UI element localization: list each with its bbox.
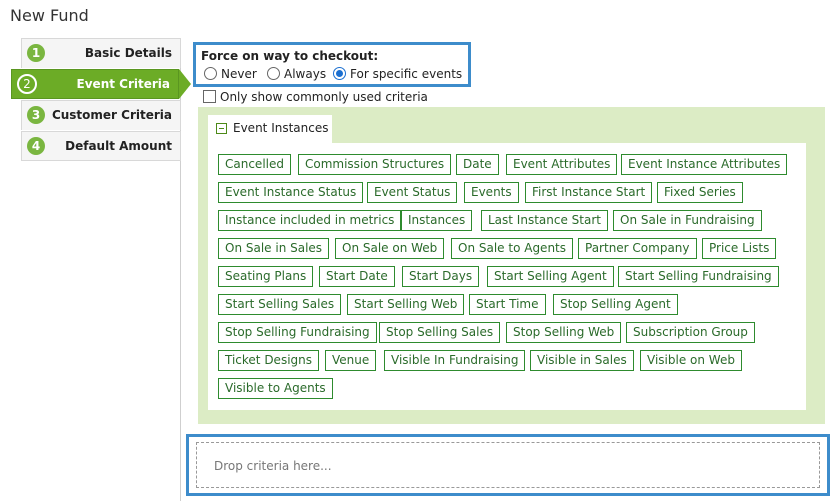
criteria-chip[interactable]: Event Status [367,182,458,203]
criteria-chip[interactable]: Seating Plans [218,266,314,287]
collapse-icon[interactable] [216,123,227,134]
criteria-chip[interactable]: Subscription Group [626,322,755,343]
step-number-icon: 3 [27,106,45,124]
criteria-chip[interactable]: Last Instance Start [481,210,608,231]
criteria-chip[interactable]: Start Selling Agent [487,266,614,287]
criteria-chip[interactable]: Cancelled [218,154,291,175]
radio-always[interactable] [267,67,280,80]
criteria-chip[interactable]: Start Time [469,294,546,315]
drop-zone-inner[interactable]: Drop criteria here... [196,442,820,488]
criteria-chip[interactable]: Visible In Fundraising [384,350,526,371]
radio-for-specific-events[interactable] [333,67,346,80]
force-checkout-title: Force on way to checkout: [201,49,379,63]
criteria-chip[interactable]: Stop Selling Web [506,322,622,343]
step-customer-criteria[interactable]: 3 Customer Criteria [21,100,181,130]
criteria-chip[interactable]: Visible to Agents [218,378,333,399]
step-number-icon: 1 [27,44,45,62]
page-title: New Fund [10,6,89,25]
step-default-amount[interactable]: 4 Default Amount [21,131,181,161]
criteria-chip[interactable]: Instances [401,210,473,231]
criteria-chip[interactable]: Stop Selling Fundraising [218,322,377,343]
criteria-chip[interactable]: On Sale in Sales [218,238,330,259]
criteria-chip[interactable]: Start Selling Fundraising [618,266,779,287]
criteria-chip[interactable]: Visible in Sales [530,350,634,371]
event-instances-panel: Event Instances Cancelled Commission Str… [198,107,825,424]
criteria-chip[interactable]: Event Instance Status [218,182,364,203]
step-event-criteria[interactable]: 2 Event Criteria [11,69,191,99]
only-common-checkbox[interactable] [203,90,216,103]
step-label: Basic Details [84,46,172,60]
criteria-chip[interactable]: Stop Selling Sales [379,322,501,343]
radio-always-label[interactable]: Always [284,67,327,81]
drop-zone-placeholder: Drop criteria here... [214,459,332,473]
criteria-chip[interactable]: Date [456,154,499,175]
criteria-chip[interactable]: Start Date [319,266,395,287]
criteria-chip[interactable]: Start Selling Sales [218,294,342,315]
criteria-chip[interactable]: Events [464,182,519,203]
criteria-chip[interactable]: On Sale on Web [335,238,445,259]
criteria-chip[interactable]: Price Lists [702,238,777,259]
criteria-chip[interactable]: Venue [325,350,377,371]
criteria-chip[interactable]: First Instance Start [525,182,653,203]
criteria-chip[interactable]: Fixed Series [657,182,743,203]
criteria-chip[interactable]: Ticket Designs [218,350,319,371]
criteria-chip[interactable]: On Sale to Agents [451,238,573,259]
wizard-steps: 1 Basic Details 2 Event Criteria 3 Custo… [11,38,191,501]
step-label: Default Amount [65,139,172,153]
criteria-chip[interactable]: Start Selling Web [347,294,465,315]
radio-never-label[interactable]: Never [221,67,257,81]
step-number-icon: 4 [27,137,45,155]
criteria-chip[interactable]: Event Instance Attributes [621,154,788,175]
criteria-chip[interactable]: Event Attributes [506,154,618,175]
step-basic-details[interactable]: 1 Basic Details [21,38,181,68]
criteria-list: Cancelled Commission Structures Date Eve… [208,143,806,410]
radio-for-specific-events-label[interactable]: For specific events [350,67,463,81]
criteria-chip[interactable]: Start Days [402,266,480,287]
event-instances-tab[interactable]: Event Instances [208,115,332,143]
radio-never[interactable] [204,67,217,80]
criteria-chip[interactable]: Instance included in metrics [218,210,402,231]
force-checkout-box: Force on way to checkout: Never Always F… [193,42,471,87]
step-label: Event Criteria [76,77,170,91]
criteria-chip[interactable]: Visible on Web [640,350,742,371]
criteria-chip[interactable]: On Sale in Fundraising [613,210,762,231]
drop-zone[interactable]: Drop criteria here... [186,434,830,496]
only-common-label[interactable]: Only show commonly used criteria [220,90,428,104]
event-instances-label: Event Instances [233,121,329,135]
step-label: Customer Criteria [51,108,172,122]
criteria-chip[interactable]: Commission Structures [298,154,452,175]
criteria-chip[interactable]: Stop Selling Agent [553,294,678,315]
step-number-icon: 2 [17,74,37,94]
criteria-chip[interactable]: Partner Company [578,238,697,259]
